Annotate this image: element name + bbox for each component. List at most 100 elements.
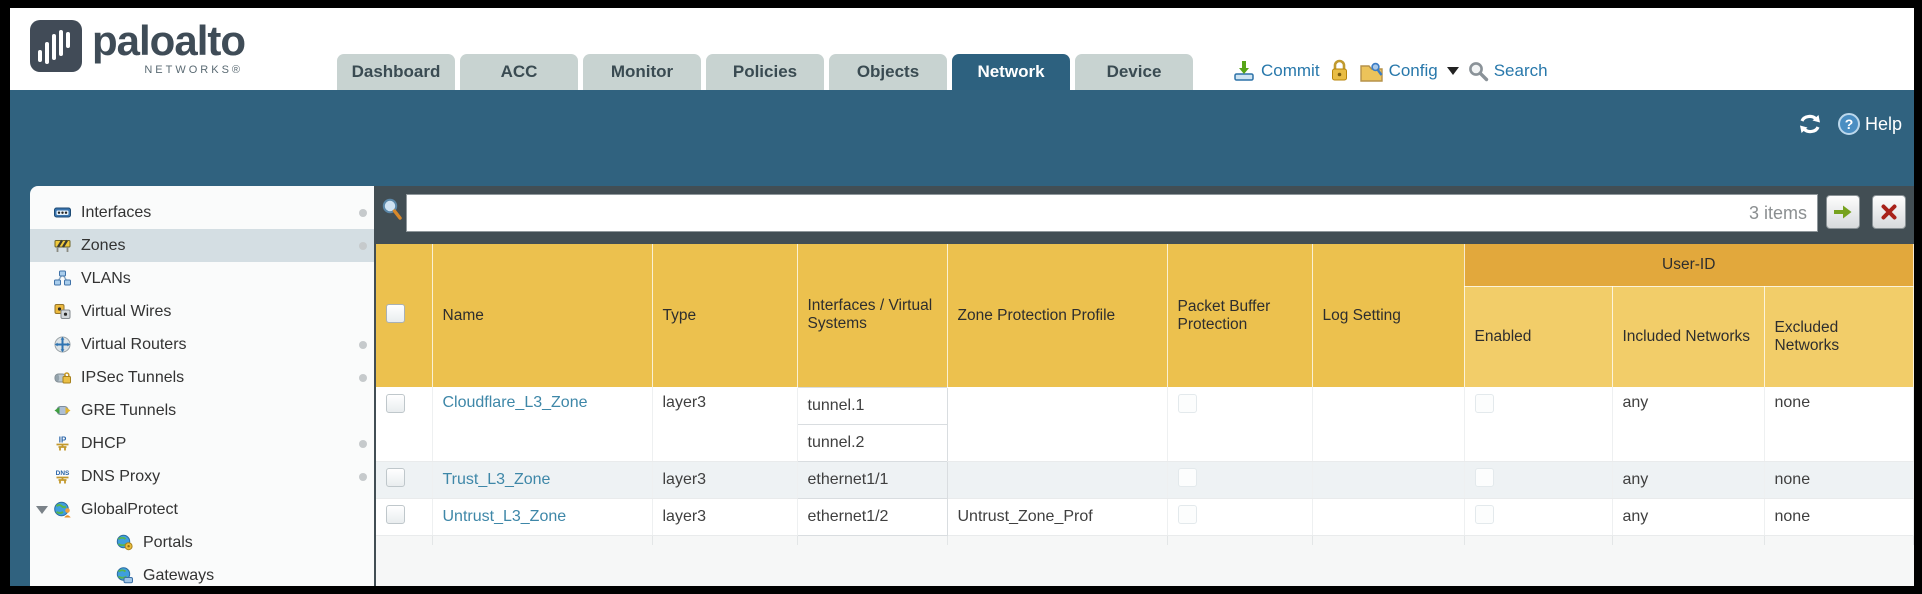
row-checkbox[interactable]	[386, 504, 405, 524]
sidebar-item-label: GlobalProtect	[81, 500, 178, 518]
packet-buffer-checkbox[interactable]	[1177, 394, 1197, 413]
vlans-icon	[54, 270, 72, 287]
green-arrow-icon	[1834, 205, 1852, 219]
select-all-checkbox[interactable]	[386, 303, 405, 323]
zone-name-cell: Untrust_L3_Zone	[432, 498, 653, 536]
activity-dot	[359, 209, 367, 217]
sidebar-item-label: Gateways	[143, 566, 215, 584]
interface-cell: ethernet1/1	[796, 460, 948, 499]
log-setting-cell	[1312, 387, 1465, 462]
sidebar-item-gre-tunnels[interactable]: GRE Tunnels	[30, 394, 374, 427]
tab-objects[interactable]: Objects	[829, 54, 947, 90]
user-id-enabled-checkbox[interactable]	[1474, 504, 1494, 524]
column-header-log-setting[interactable]: Log Setting	[1312, 244, 1465, 387]
activity-dot	[359, 374, 367, 382]
tab-monitor[interactable]: Monitor	[583, 54, 701, 90]
interfaces-icon	[54, 204, 72, 221]
tab-acc[interactable]: ACC	[460, 54, 578, 90]
virtual-routers-icon	[54, 336, 72, 353]
sidebar-item-label: Interfaces	[81, 203, 152, 221]
column-header-excluded-networks[interactable]: Excluded Networks	[1764, 286, 1914, 387]
brand-tagline: NETWORKS®	[144, 64, 244, 76]
sidebar-item-dhcp[interactable]: IP DHCP	[30, 427, 374, 460]
zone-name-link[interactable]: Untrust_L3_Zone	[442, 507, 567, 525]
column-header-interfaces[interactable]: Interfaces / Virtual Systems	[797, 244, 948, 387]
zone-name-link[interactable]: Cloudflare_L3_Zone	[442, 394, 588, 411]
zone-name-cell: Cloudflare_L3_Zone	[432, 387, 653, 462]
tab-network[interactable]: Network	[952, 54, 1070, 90]
column-header-included-networks[interactable]: Included Networks	[1612, 286, 1765, 387]
zone-name-link[interactable]: Trust_L3_Zone	[442, 470, 551, 488]
column-header-packet-buffer[interactable]: Packet Buffer Protection	[1167, 244, 1313, 387]
tab-policies[interactable]: Policies	[706, 54, 824, 90]
help-glyph: ?	[1844, 116, 1854, 132]
included-networks-cell: any	[1612, 461, 1765, 499]
help-icon: ?	[1837, 112, 1861, 136]
column-header-type[interactable]: Type	[652, 244, 798, 387]
expand-caret-icon[interactable]	[36, 505, 48, 514]
filter-bar: 3 items	[374, 186, 1914, 240]
column-guides-row	[376, 535, 1914, 545]
help-label: Help	[1864, 113, 1902, 134]
excluded-networks-cell: none	[1764, 461, 1914, 499]
filter-input[interactable]	[407, 195, 1817, 231]
packet-buffer-checkbox[interactable]	[1177, 504, 1197, 524]
row-select-cell	[376, 387, 433, 462]
help-button[interactable]: ? Help	[1837, 112, 1902, 136]
ipsec-tunnels-icon	[54, 369, 72, 386]
row-checkbox[interactable]	[386, 467, 405, 487]
column-header-enabled[interactable]: Enabled	[1464, 286, 1613, 387]
paloalto-logo-icon	[30, 20, 82, 72]
select-all-header	[376, 244, 433, 387]
log-setting-cell	[1312, 498, 1465, 536]
sidebar-item-virtual-wires[interactable]: Virtual Wires	[30, 295, 374, 328]
sidebar-item-dns-proxy[interactable]: DNS DNS Proxy	[30, 460, 374, 493]
packet-buffer-checkbox[interactable]	[1177, 467, 1197, 487]
zones-table-area: Name Type Interfaces / Virtual Systems Z…	[376, 244, 1914, 586]
sidebar-item-virtual-routers[interactable]: Virtual Routers	[30, 328, 374, 361]
sidebar-item-interfaces[interactable]: Interfaces	[30, 196, 374, 229]
commit-label: Commit	[1261, 61, 1320, 80]
sidebar-item-vlans[interactable]: VLANs	[30, 262, 374, 295]
tab-device[interactable]: Device	[1075, 54, 1193, 90]
config-icon	[1359, 62, 1383, 82]
sidebar-item-ipsec-tunnels[interactable]: IPSec Tunnels	[30, 361, 374, 394]
log-setting-cell	[1312, 461, 1465, 499]
sidebar-item-zones[interactable]: Zones	[30, 229, 374, 262]
apply-filter-button[interactable]	[1826, 195, 1860, 229]
dns-proxy-icon: DNS	[54, 468, 72, 485]
clear-filter-button[interactable]	[1872, 195, 1906, 229]
tab-dashboard[interactable]: Dashboard	[337, 54, 455, 90]
excluded-networks-cell: none	[1764, 498, 1914, 536]
sidebar-item-label: DHCP	[81, 434, 127, 452]
top-actions: Commit Config S	[1232, 56, 1548, 86]
search-button[interactable]: Search	[1468, 61, 1548, 82]
sidebar-item-label: Virtual Routers	[81, 335, 187, 353]
packet-buffer-cell	[1167, 461, 1313, 499]
svg-text:DNS: DNS	[56, 470, 70, 477]
lock-icon[interactable]	[1329, 59, 1350, 83]
user-id-enabled-cell	[1464, 498, 1613, 536]
user-id-enabled-checkbox[interactable]	[1474, 394, 1494, 413]
sidebar-item-label: IPSec Tunnels	[81, 368, 185, 386]
activity-dot	[359, 242, 367, 250]
column-header-zone-protection[interactable]: Zone Protection Profile	[947, 244, 1168, 387]
refresh-icon[interactable]	[1797, 112, 1823, 136]
table-row: tunnel.2	[376, 423, 1914, 462]
packet-buffer-cell	[1167, 498, 1313, 536]
config-menu[interactable]: Config	[1359, 60, 1459, 83]
sidebar-item-portals[interactable]: Portals	[30, 526, 374, 559]
user-id-enabled-checkbox[interactable]	[1474, 467, 1494, 487]
row-checkbox[interactable]	[386, 394, 405, 413]
activity-dot	[359, 473, 367, 481]
zones-icon	[54, 237, 72, 254]
zone-protection-cell: Untrust_Zone_Prof	[947, 498, 1168, 536]
filter-buttons	[1826, 195, 1906, 229]
column-header-name[interactable]: Name	[432, 244, 653, 387]
commit-button[interactable]: Commit	[1232, 59, 1320, 83]
sidebar-item-globalprotect[interactable]: GlobalProtect	[30, 493, 374, 526]
filter-input-wrap: 3 items	[406, 194, 1818, 232]
sidebar-item-gateways[interactable]: Gateways	[30, 559, 374, 586]
commit-icon	[1234, 61, 1254, 81]
sidebar-item-label: Portals	[143, 533, 193, 551]
